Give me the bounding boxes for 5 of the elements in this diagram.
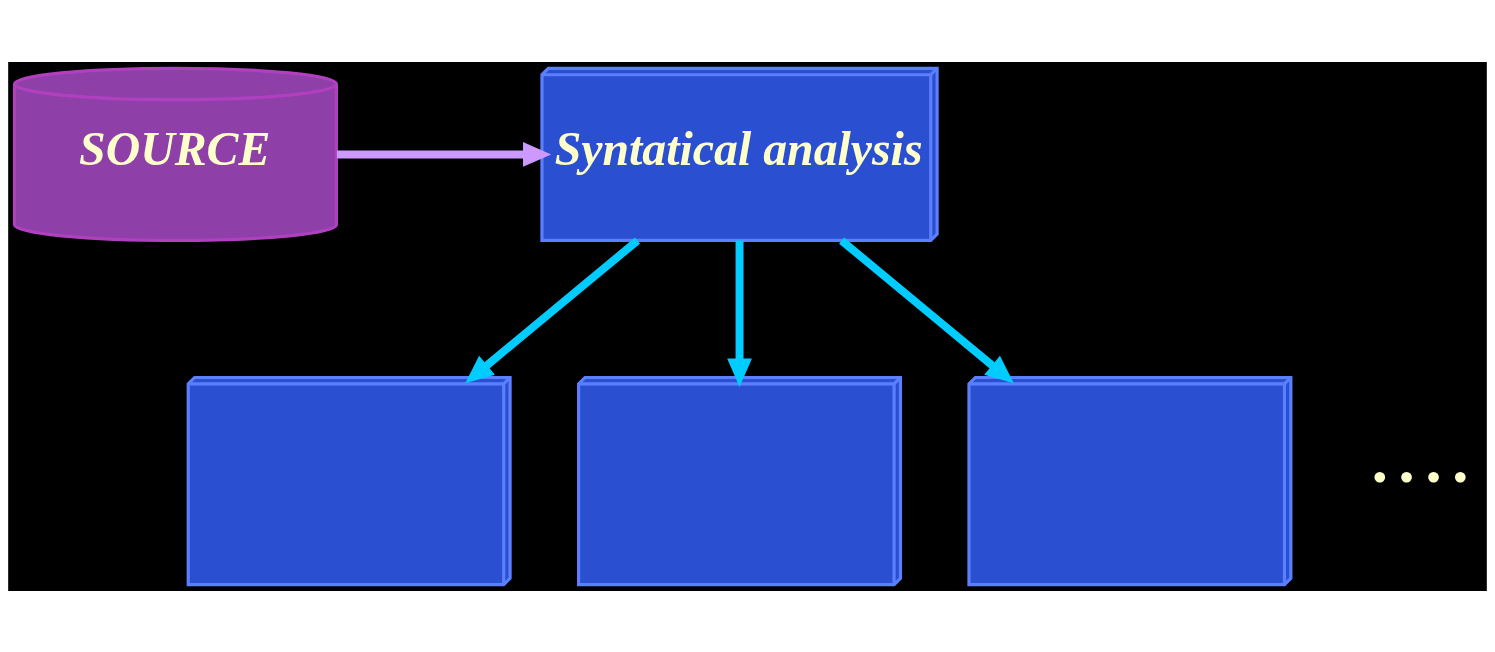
label: • • • • xyxy=(1372,451,1469,502)
arrow xyxy=(727,240,752,387)
arrow xyxy=(336,141,552,167)
arrow xyxy=(465,237,641,383)
arrow xyxy=(839,237,1014,383)
